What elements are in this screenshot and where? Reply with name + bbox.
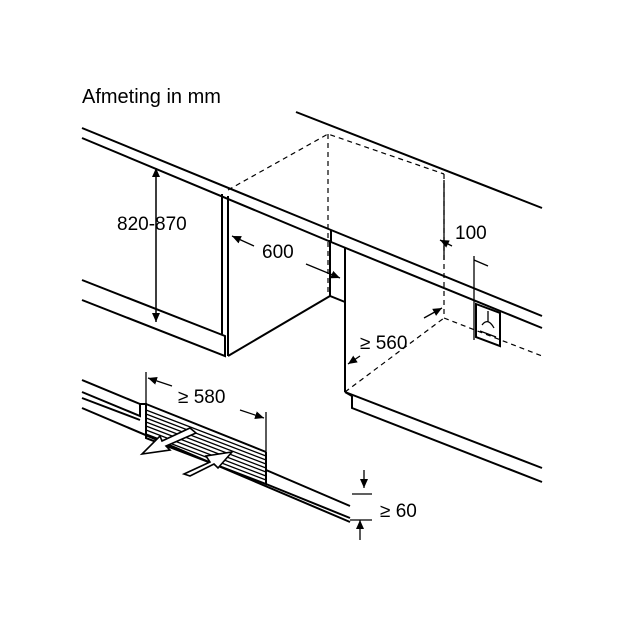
- label-plinth-height: ≥ 60: [380, 501, 417, 522]
- left-cabinet: [81, 194, 229, 358]
- airflow-in-arrow-icon: [181, 450, 235, 477]
- airflow-out-arrow-icon: [139, 427, 198, 456]
- label-rear-clearance: 100: [455, 223, 487, 244]
- dim-ventilation-width: [145, 372, 267, 452]
- power-socket-icon: [475, 302, 501, 348]
- diagram-title: Afmeting in mm: [82, 86, 221, 108]
- dim-niche-width: [347, 307, 443, 365]
- label-niche-depth: 600: [262, 242, 294, 263]
- dim-plinth-height: [350, 470, 372, 540]
- label-ventilation-width: ≥ 580: [178, 387, 225, 408]
- label-niche-height: 820-870: [117, 214, 187, 235]
- dim-niche-depth: [231, 235, 341, 279]
- label-niche-width: ≥ 560: [360, 333, 407, 354]
- wall: [295, 111, 543, 260]
- niche: [227, 240, 543, 483]
- dim-rear-clearance: [439, 239, 489, 340]
- plinth: [81, 379, 351, 523]
